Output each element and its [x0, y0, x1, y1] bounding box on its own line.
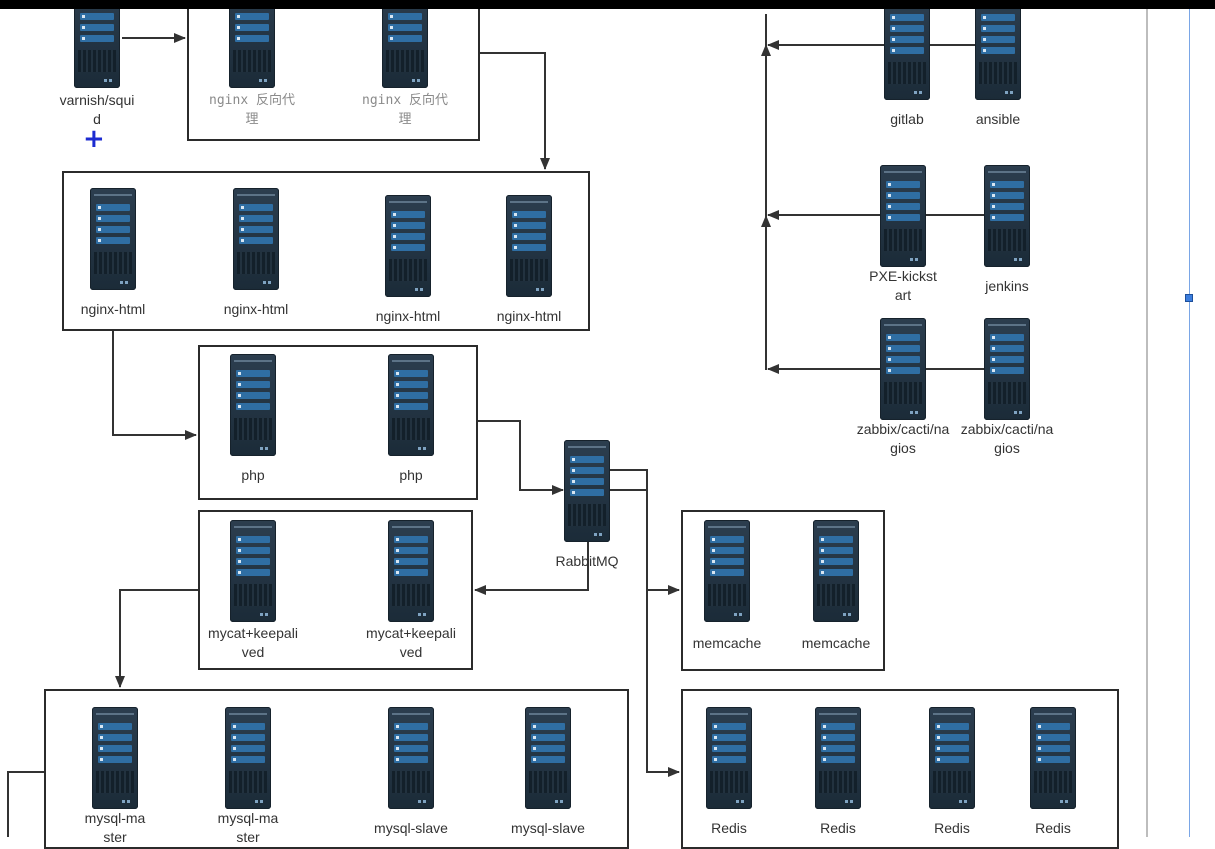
node-label: mycat+keepalived: [366, 625, 456, 660]
server-icon: [90, 188, 136, 290]
server-icon: [1030, 707, 1076, 809]
node-label: nginx-html: [375, 308, 441, 324]
node-label: nginx-html: [80, 301, 146, 317]
server-icon: [975, 0, 1021, 100]
node-label: Redis: [711, 820, 747, 836]
server-icon: [388, 354, 434, 456]
resize-handle[interactable]: [1185, 294, 1193, 302]
node-label: Redis: [1035, 820, 1071, 836]
window-top-edge: [0, 0, 1215, 9]
wire-rabbitmq-to-redis: [610, 469, 680, 777]
node-label: gitlab: [890, 111, 924, 127]
server-icon: [564, 440, 610, 542]
server-icon: [230, 520, 276, 622]
server-icon: [884, 0, 930, 100]
server-icon: [382, 0, 428, 88]
server-icon: [385, 195, 431, 297]
server-icon: [230, 354, 276, 456]
node-label: mysql-slave: [511, 820, 585, 836]
server-icon: [706, 707, 752, 809]
node-label: mysql-slave: [374, 820, 448, 836]
node-label: nginx 反向代理: [209, 93, 295, 127]
node-label: nginx-html: [223, 301, 289, 317]
node-label: PXE-kickstart: [869, 268, 937, 303]
server-icon: [506, 195, 552, 297]
node-label: mycat+keepalived: [208, 625, 298, 660]
server-icon: [229, 0, 275, 88]
group-php[interactable]: [198, 345, 478, 500]
server-icon: [388, 520, 434, 622]
node-label: Redis: [820, 820, 856, 836]
node-label: Redis: [934, 820, 970, 836]
node-label: php: [241, 467, 265, 483]
server-icon: [929, 707, 975, 809]
server-icon: [74, 0, 120, 88]
wire-rabbitmq-to-mycat: [474, 540, 589, 595]
server-icon: [880, 318, 926, 420]
node-label: memcache: [692, 635, 762, 651]
group-memcache[interactable]: [681, 510, 885, 671]
node-label: RabbitMQ: [555, 553, 619, 569]
server-icon: [704, 520, 750, 622]
wire-mycat-to-mysql: [115, 589, 198, 688]
wire-rabbitmq-to-memcache: [610, 489, 680, 595]
wire-php-to-rabbitmq: [478, 420, 564, 495]
server-icon: [815, 707, 861, 809]
cursor-crosshair-icon: +: [83, 124, 105, 154]
wire-proxy-to-html: [480, 52, 550, 170]
node-label: mysql-master: [84, 810, 146, 845]
server-icon: [880, 165, 926, 267]
panel-divider-left: [1146, 0, 1148, 837]
server-icon: [525, 707, 571, 809]
node-label: zabbix/cacti/nagios: [960, 421, 1054, 456]
wire-mysql-out: [7, 771, 44, 837]
node-label: ansible: [975, 111, 1021, 127]
node-label: varnish/squid: [59, 92, 135, 127]
node-label: zabbix/cacti/nagios: [856, 421, 950, 456]
wire-html-to-php: [112, 331, 197, 440]
server-icon: [813, 520, 859, 622]
server-icon: [92, 707, 138, 809]
group-nginx-html[interactable]: [62, 171, 590, 331]
server-icon: [225, 707, 271, 809]
node-label: memcache: [801, 635, 871, 651]
node-label: jenkins: [985, 278, 1029, 294]
node-label: mysql-master: [217, 810, 279, 845]
server-icon: [984, 165, 1030, 267]
node-label: nginx-html: [496, 308, 562, 324]
server-icon: [388, 707, 434, 809]
server-icon: [984, 318, 1030, 420]
node-label: php: [399, 467, 423, 483]
server-icon: [233, 188, 279, 290]
node-label: nginx 反向代理: [362, 93, 448, 127]
panel-divider-right: [1189, 0, 1190, 837]
group-mycat[interactable]: [198, 510, 473, 670]
